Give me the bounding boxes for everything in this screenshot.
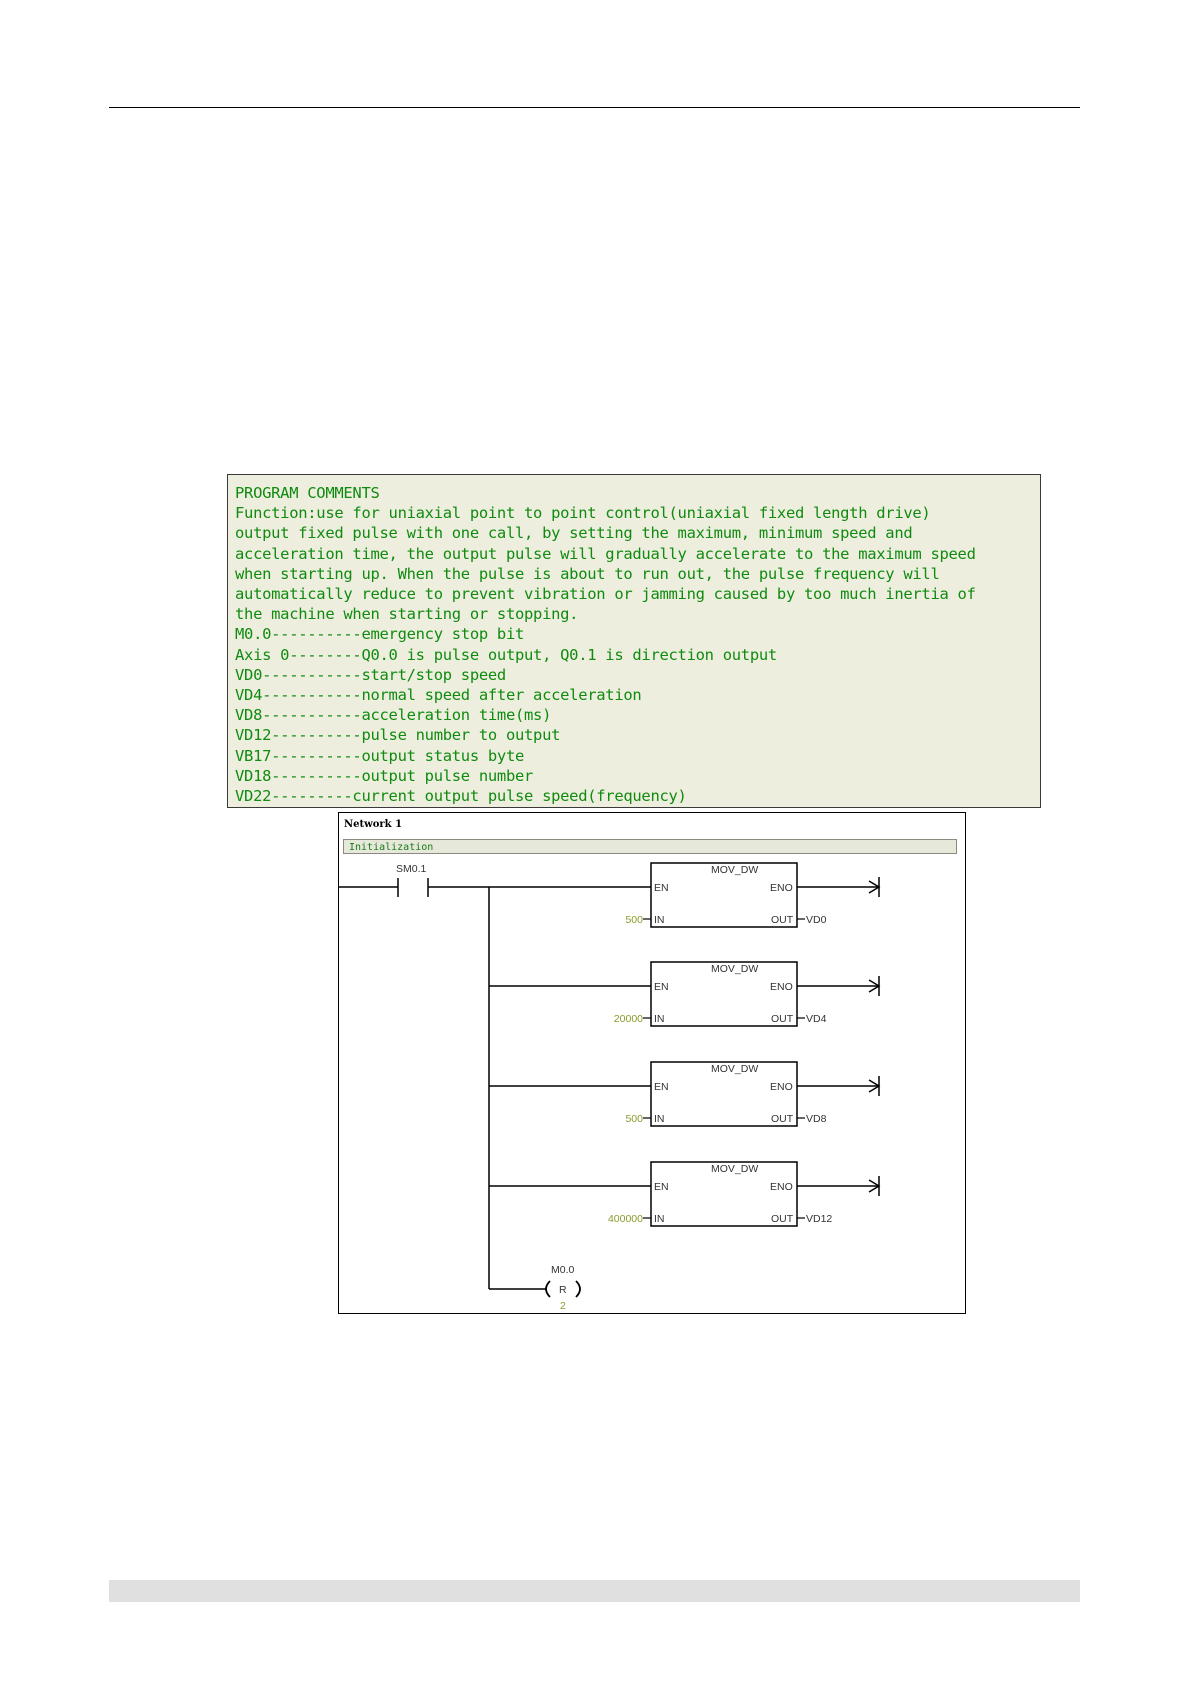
comment-line: VD18----------output pulse number bbox=[235, 766, 534, 785]
in-value: 20000 bbox=[614, 1013, 643, 1025]
in-value: 500 bbox=[625, 914, 643, 926]
footer-band bbox=[109, 1580, 1080, 1602]
comment-line: VD8-----------acceleration time(ms) bbox=[235, 706, 552, 725]
out-pin-label: OUT bbox=[771, 1113, 794, 1125]
comment-line: VD22---------current output pulse speed(… bbox=[235, 787, 687, 806]
mov-dw-block[interactable]: MOV_DW EN ENO IN OUT bbox=[650, 862, 798, 928]
in-value: 500 bbox=[625, 1113, 643, 1125]
comment-line: M0.0----------emergency stop bit bbox=[235, 625, 525, 644]
out-pin-label: OUT bbox=[771, 1213, 794, 1225]
mov-dw-block[interactable]: MOV_DW EN ENO IN OUT bbox=[650, 1061, 798, 1127]
out-address: VD0 bbox=[806, 914, 827, 926]
normally-open-contact[interactable] bbox=[397, 878, 429, 897]
network-title: Network 1 bbox=[344, 819, 403, 830]
program-comments-panel: PROGRAM COMMENTS Function:use for uniaxi… bbox=[227, 474, 1041, 808]
contact-address: SM0.1 bbox=[396, 863, 427, 875]
eno-pin-label: ENO bbox=[770, 981, 793, 993]
comment-line: Function:use for uniaxial point to point… bbox=[235, 504, 931, 523]
block-name: MOV_DW bbox=[711, 1063, 758, 1075]
comment-line: PROGRAM COMMENTS bbox=[235, 484, 380, 502]
coil-type: R bbox=[559, 1284, 567, 1296]
reset-coil[interactable] bbox=[545, 1280, 581, 1298]
in-pin-label: IN bbox=[654, 1113, 665, 1125]
block-name: MOV_DW bbox=[711, 1163, 758, 1175]
eno-pin-label: ENO bbox=[770, 1081, 793, 1093]
network-comment-bar[interactable] bbox=[343, 839, 957, 854]
output-arrow-icon bbox=[868, 976, 881, 996]
out-pin-label: OUT bbox=[771, 914, 794, 926]
output-arrow-icon bbox=[868, 1076, 881, 1096]
coil-count: 2 bbox=[560, 1300, 566, 1312]
en-pin-label: EN bbox=[654, 981, 669, 993]
comment-line: acceleration time, the output pulse will… bbox=[235, 544, 976, 563]
comment-line: automatically reduce to prevent vibratio… bbox=[235, 585, 976, 604]
en-pin-label: EN bbox=[654, 882, 669, 894]
comment-line: the machine when starting or stopping. bbox=[235, 605, 579, 624]
out-address: VD12 bbox=[806, 1213, 832, 1225]
out-address: VD4 bbox=[806, 1013, 827, 1025]
en-pin-label: EN bbox=[654, 1181, 669, 1193]
in-pin-label: IN bbox=[654, 1013, 665, 1025]
eno-pin-label: ENO bbox=[770, 1181, 793, 1193]
comment-line: Axis 0--------Q0.0 is pulse output, Q0.1… bbox=[235, 645, 777, 664]
output-arrow-icon bbox=[868, 877, 881, 897]
coil-address: M0.0 bbox=[551, 1264, 575, 1276]
ladder-network-panel: Network 1 Initialization SM0.1 MOV_DW EN… bbox=[338, 812, 966, 1314]
header-rule bbox=[109, 107, 1080, 108]
in-pin-label: IN bbox=[654, 914, 665, 926]
comment-line: when starting up. When the pulse is abou… bbox=[235, 564, 940, 583]
out-pin-label: OUT bbox=[771, 1013, 794, 1025]
en-pin-label: EN bbox=[654, 1081, 669, 1093]
mov-dw-block[interactable]: MOV_DW EN ENO IN OUT bbox=[650, 1161, 798, 1227]
comment-line: VB17----------output status byte bbox=[235, 746, 525, 765]
ladder-diagram: SM0.1 MOV_DW EN ENO IN OUT 500 VD0 MOV_D… bbox=[339, 862, 881, 1312]
block-name: MOV_DW bbox=[711, 864, 758, 876]
out-address: VD8 bbox=[806, 1113, 827, 1125]
eno-pin-label: ENO bbox=[770, 882, 793, 894]
comment-line: output fixed pulse with one call, by set… bbox=[235, 524, 913, 543]
network-comment: Initialization bbox=[349, 842, 434, 853]
comment-line: VD4-----------normal speed after acceler… bbox=[235, 686, 642, 705]
output-arrow-icon bbox=[868, 1176, 881, 1196]
comment-line: VD0-----------start/stop speed bbox=[235, 665, 506, 684]
block-name: MOV_DW bbox=[711, 963, 758, 975]
mov-dw-block[interactable]: MOV_DW EN ENO IN OUT bbox=[650, 961, 798, 1027]
comment-line: VD12----------pulse number to output bbox=[235, 726, 561, 745]
in-value: 400000 bbox=[608, 1213, 643, 1225]
in-pin-label: IN bbox=[654, 1213, 665, 1225]
